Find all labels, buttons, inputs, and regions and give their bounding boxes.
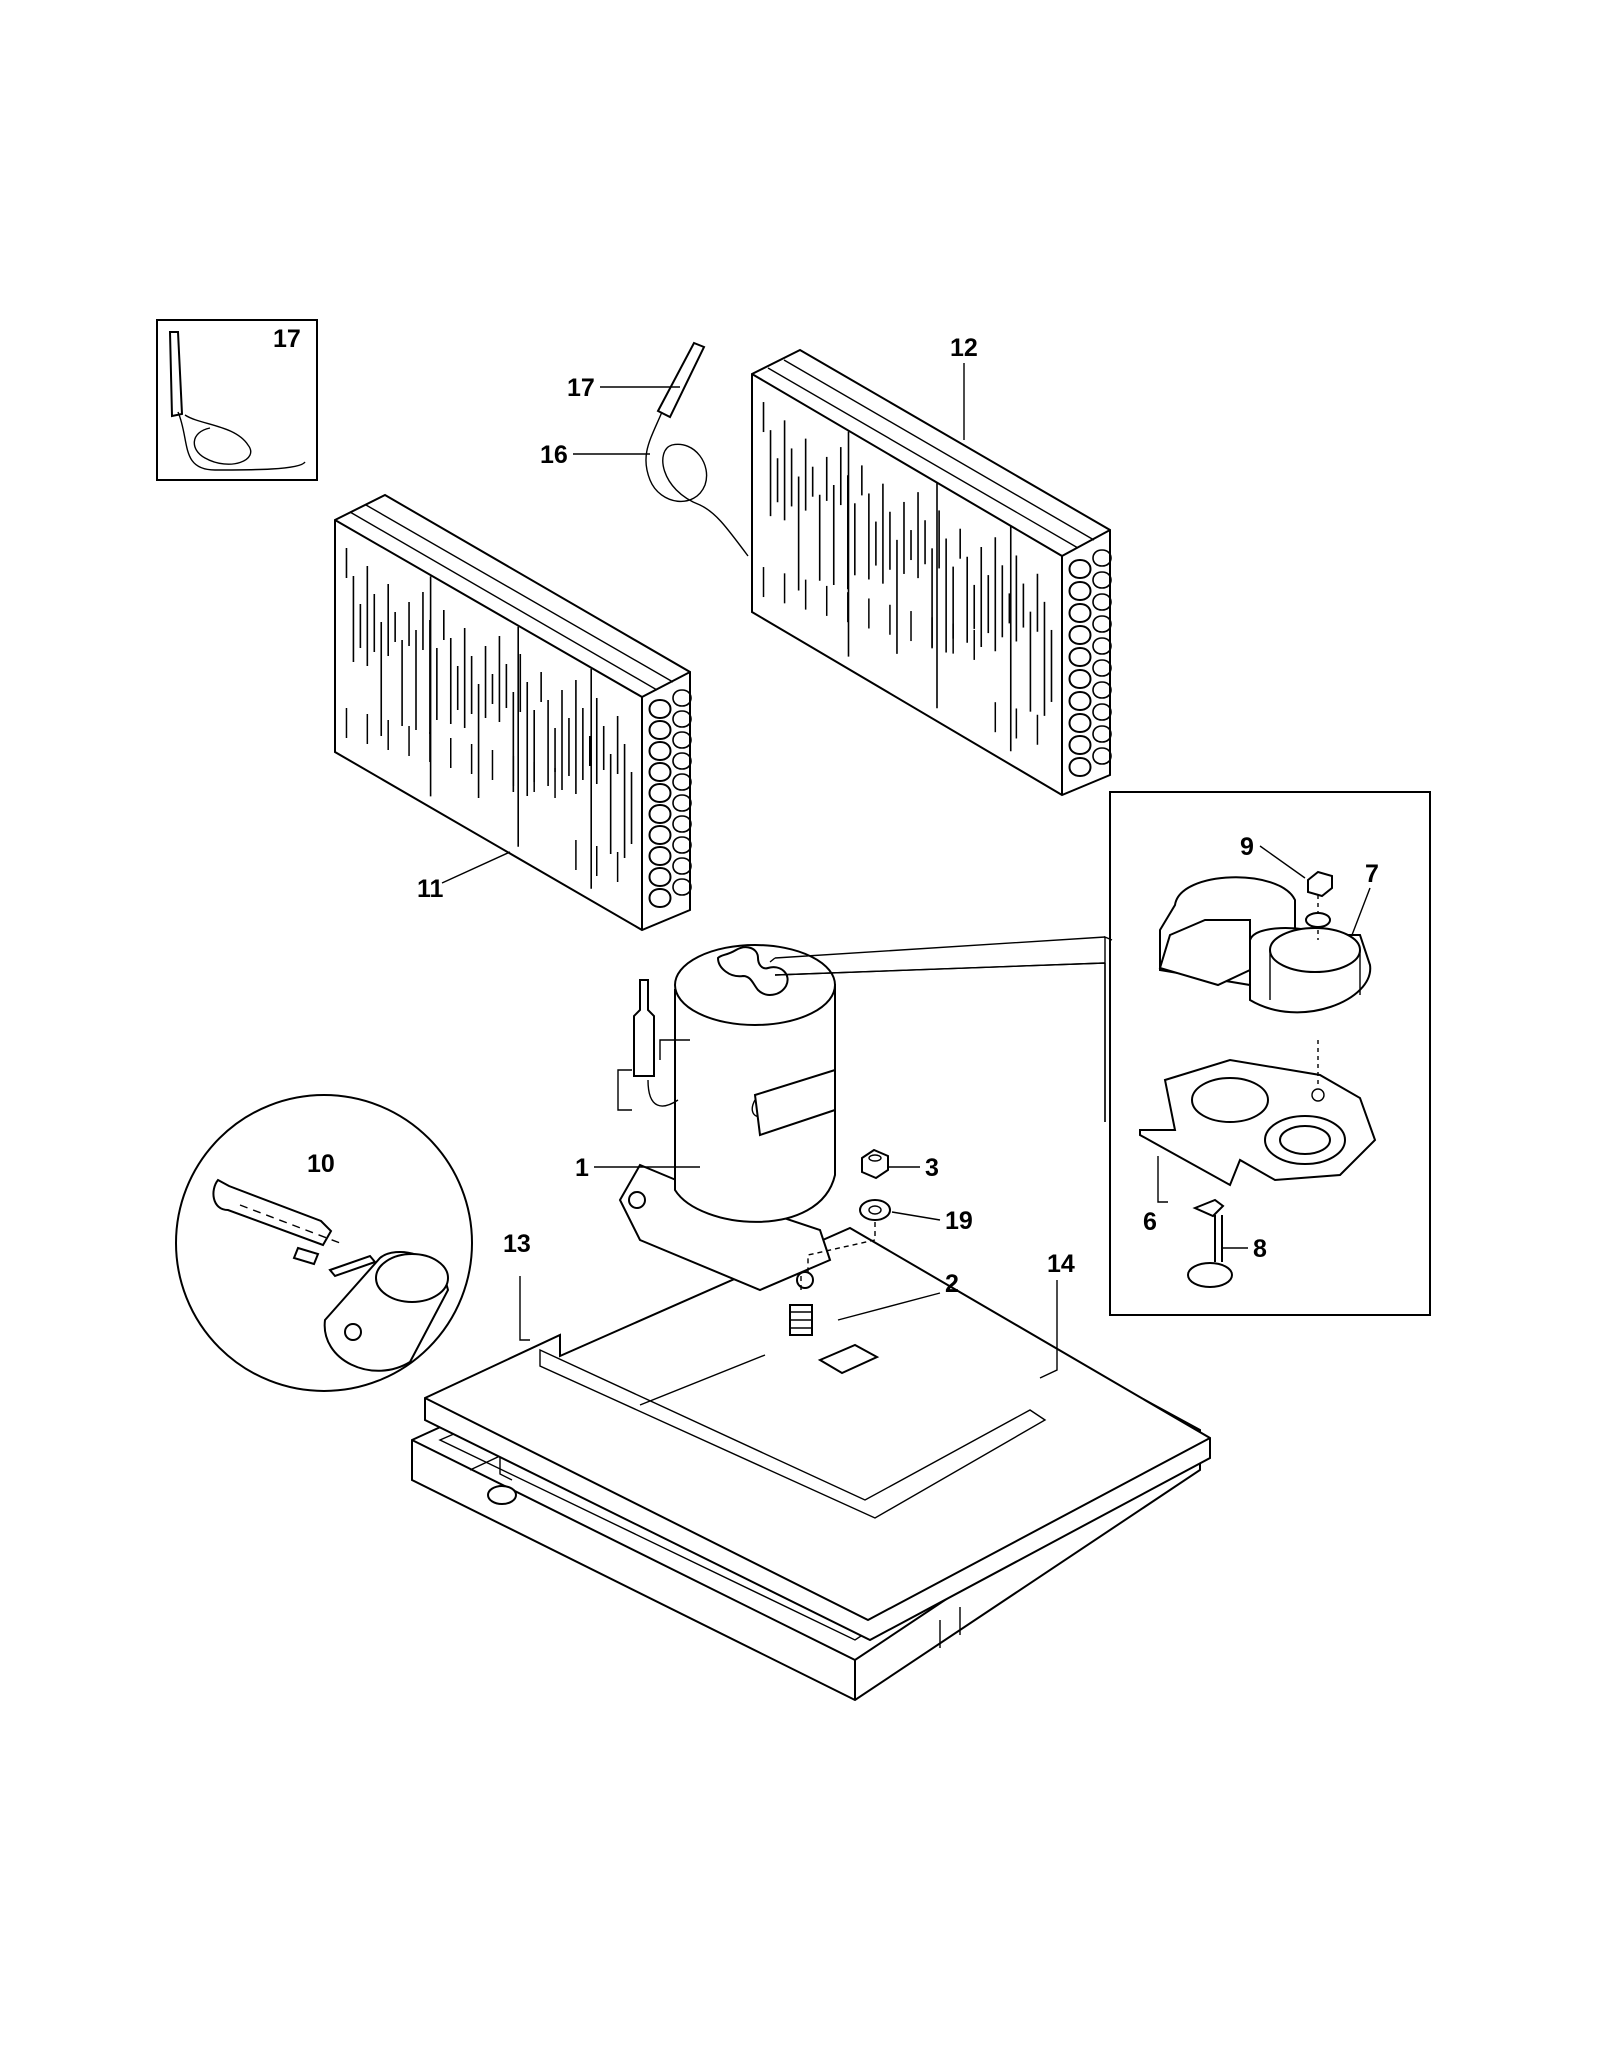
compressor-1 xyxy=(617,944,836,1292)
callout-16: 16 xyxy=(540,441,568,469)
capillary-drier-assembly xyxy=(645,341,749,557)
grommet-2 xyxy=(789,1275,813,1336)
callout-12: 12 xyxy=(950,334,978,362)
washer-19 xyxy=(807,1199,891,1275)
callout-17: 17 xyxy=(567,374,595,402)
callout-3: 3 xyxy=(925,1154,939,1182)
callout-11: 11 xyxy=(417,875,444,903)
callout-6: 6 xyxy=(1143,1208,1157,1236)
callout-labels: 1 2 3 6 7 8 9 10 11 12 13 14 16 17 17 19 xyxy=(273,325,1379,1298)
inset-part-10 xyxy=(175,1094,473,1392)
callout-7: 7 xyxy=(1365,860,1379,888)
nut-3 xyxy=(861,1148,889,1180)
callout-8: 8 xyxy=(1253,1235,1267,1263)
leader-lines xyxy=(441,363,1371,1379)
condenser-coil-12 xyxy=(751,348,1112,797)
callout-10: 10 xyxy=(307,1150,335,1178)
callout-17-inset: 17 xyxy=(273,325,301,353)
callout-14: 14 xyxy=(1047,1250,1075,1278)
callout-19: 19 xyxy=(945,1207,973,1235)
drain-pan-13 xyxy=(424,1226,1211,1642)
evaporator-coil-11 xyxy=(334,493,692,932)
inset-terminal-cover xyxy=(769,791,1431,1316)
callout-2: 2 xyxy=(945,1270,959,1298)
callout-1: 1 xyxy=(575,1154,589,1182)
inset-part-17 xyxy=(156,319,318,481)
callout-9: 9 xyxy=(1240,833,1254,861)
callout-13: 13 xyxy=(503,1230,531,1258)
